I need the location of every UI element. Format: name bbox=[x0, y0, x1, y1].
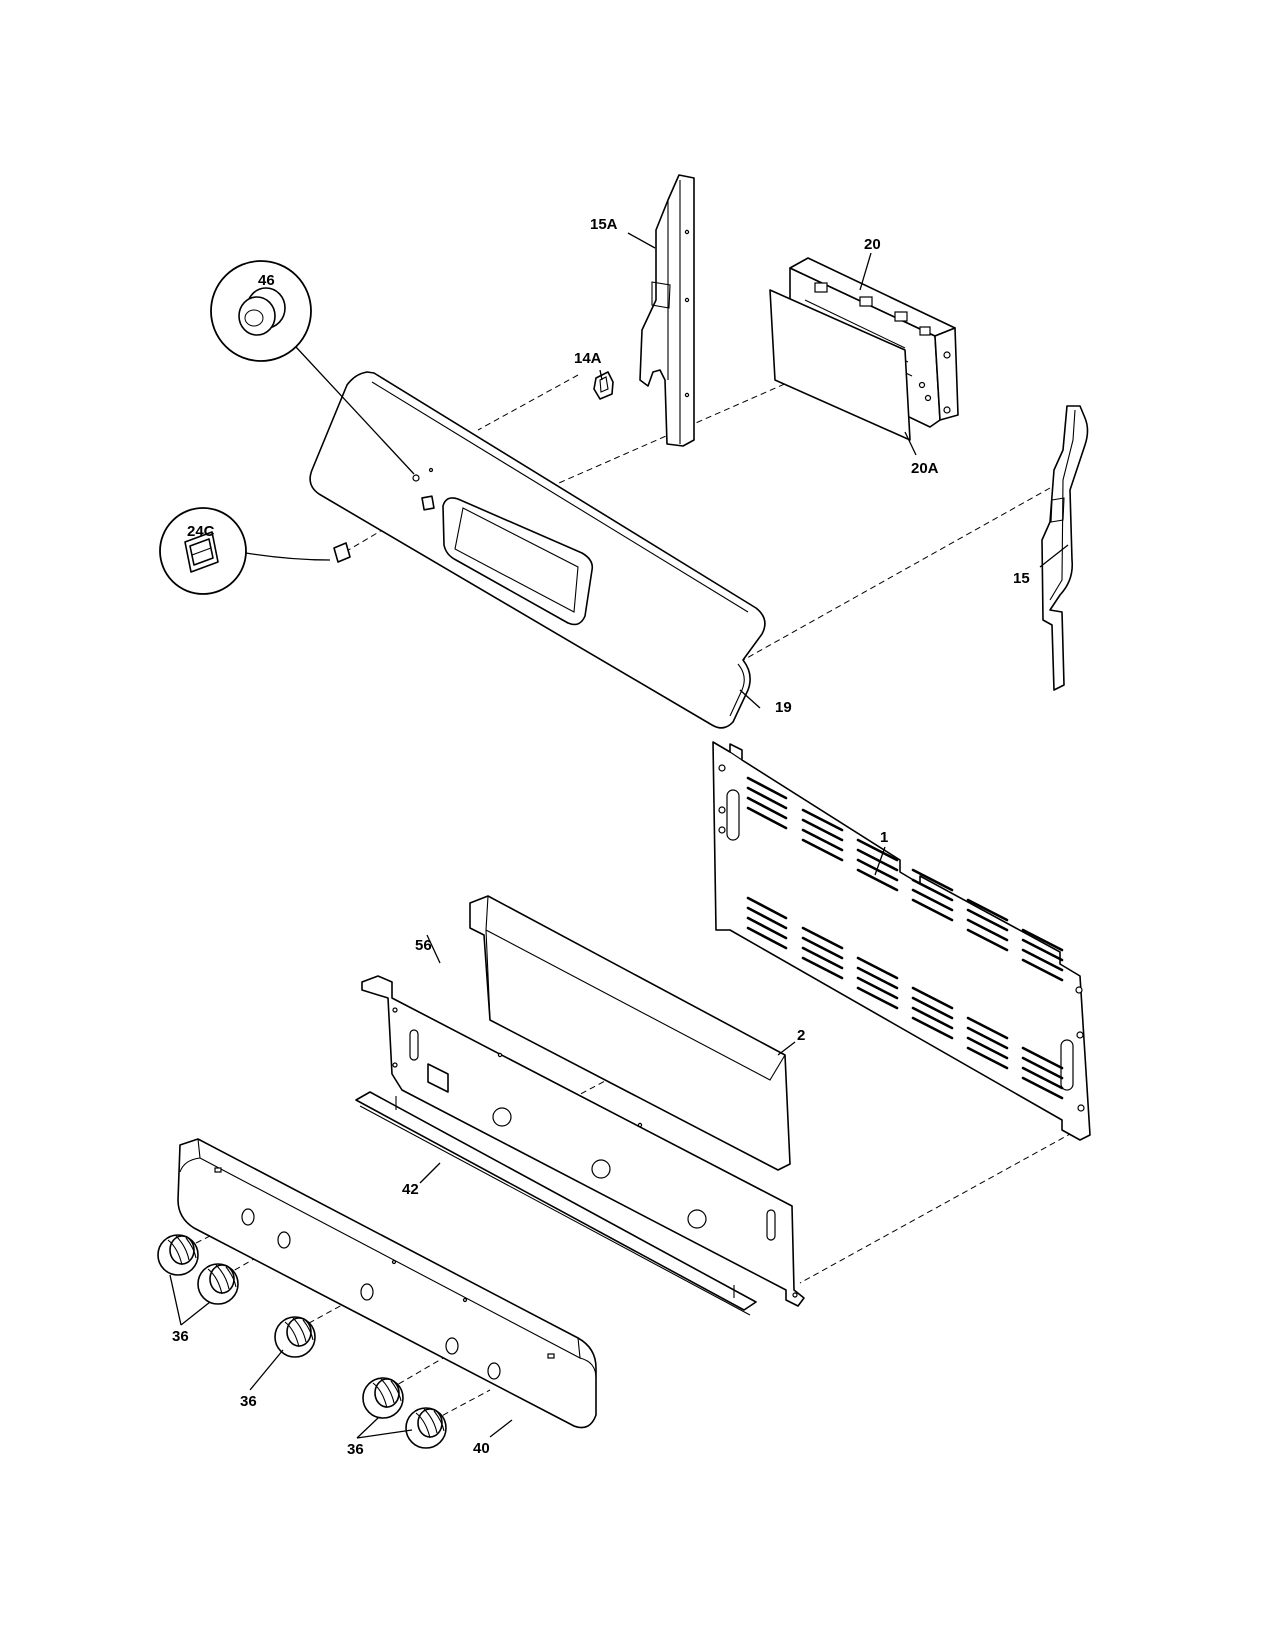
part-20a-overlay bbox=[769, 289, 911, 441]
callout-leader-46 bbox=[295, 346, 415, 475]
knob-36-b bbox=[197, 1263, 239, 1305]
part-56-bracket bbox=[361, 975, 805, 1307]
part-15a-bracket bbox=[639, 174, 695, 447]
label-1: 1 bbox=[880, 829, 888, 846]
label-56: 56 bbox=[415, 937, 432, 954]
part-2-shield bbox=[469, 895, 791, 1171]
label-36-c: 36 bbox=[347, 1441, 364, 1458]
part-14a-clip bbox=[593, 371, 614, 400]
leader-20a bbox=[904, 431, 917, 456]
callout-leader-24c bbox=[245, 552, 331, 561]
leader-36-c bbox=[356, 1417, 413, 1439]
leader-36-a bbox=[169, 1274, 211, 1326]
label-24c: 24C bbox=[187, 523, 215, 540]
callout-labels: 15A 20 46 14A 20A 24C 15 19 1 56 2 42 36… bbox=[172, 216, 1030, 1458]
label-42: 42 bbox=[402, 1181, 419, 1198]
label-40: 40 bbox=[473, 1440, 490, 1457]
leader-20 bbox=[859, 252, 872, 291]
part-24c-callout bbox=[159, 507, 351, 595]
rear-panel-louvers bbox=[746, 776, 1064, 1100]
label-leader-lines bbox=[169, 232, 1069, 1439]
label-15: 15 bbox=[1013, 570, 1030, 587]
leader-15a bbox=[627, 232, 656, 249]
leader-42 bbox=[419, 1162, 441, 1184]
knob-36-e bbox=[405, 1407, 447, 1449]
part-40-manifold-panel bbox=[177, 1138, 597, 1429]
label-20a: 20A bbox=[911, 460, 939, 477]
label-14a: 14A bbox=[574, 350, 602, 367]
leader-40 bbox=[489, 1419, 513, 1438]
leader-36-b bbox=[249, 1349, 284, 1391]
rocker-switch-24c-icon bbox=[184, 531, 219, 573]
part-42-trim bbox=[355, 1091, 757, 1316]
part-19-control-panel bbox=[309, 371, 766, 729]
label-2: 2 bbox=[797, 1027, 805, 1044]
knob-36-d bbox=[362, 1377, 404, 1419]
leader-2 bbox=[777, 1041, 796, 1056]
label-36-a: 36 bbox=[172, 1328, 189, 1345]
part-1-rear-panel bbox=[712, 741, 1091, 1141]
leader-15 bbox=[1039, 544, 1069, 568]
leader-19 bbox=[739, 689, 761, 709]
label-15a: 15A bbox=[590, 216, 618, 233]
switch-24c-installed bbox=[333, 542, 351, 563]
leader-1 bbox=[874, 846, 886, 876]
part-46-callout bbox=[210, 260, 415, 475]
label-20: 20 bbox=[864, 236, 881, 253]
button-46-icon bbox=[238, 287, 286, 336]
leader-56 bbox=[426, 934, 441, 964]
label-46: 46 bbox=[258, 272, 275, 289]
leader-14a bbox=[599, 369, 603, 381]
label-19: 19 bbox=[775, 699, 792, 716]
knob-36-c bbox=[274, 1316, 316, 1358]
label-36-b: 36 bbox=[240, 1393, 257, 1410]
knob-36-a bbox=[157, 1234, 199, 1276]
